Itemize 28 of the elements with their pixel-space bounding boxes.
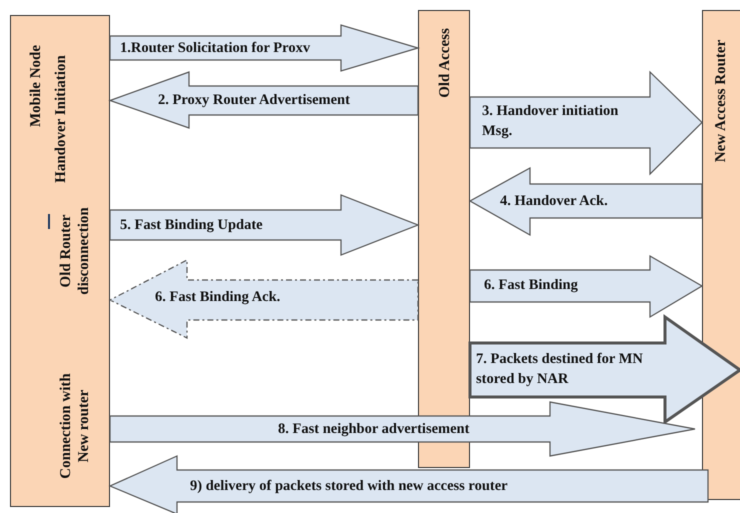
block-arrow <box>468 166 703 236</box>
block-arrow <box>109 401 696 457</box>
edge-label: 4. Handover Ack. <box>500 192 609 211</box>
block-arrow <box>108 259 419 339</box>
phase-label: Handover Initiation <box>52 54 70 185</box>
participant-column <box>702 10 740 500</box>
block-arrow <box>108 455 709 513</box>
phase-label: Connection with New router <box>57 372 93 481</box>
block-arrow <box>109 194 420 256</box>
edge-label: 2. Proxy Router Advertisement <box>158 91 351 110</box>
edge-label: 1.Router Solicitation for Proxv <box>120 39 312 58</box>
edge-label: 5. Fast Binding Update <box>120 216 264 235</box>
edge-label: 3. Handover initiation Msg. <box>482 102 620 141</box>
edge-label: 7. Packets destined for MN stored by NAR <box>476 350 644 389</box>
edge-label: 6. Fast Binding <box>484 276 579 295</box>
edge-label: 8. Fast neighbor advertisement <box>278 420 470 439</box>
block-arrow <box>468 314 740 425</box>
block-arrow <box>109 24 420 72</box>
block-arrow <box>108 71 419 129</box>
edge-label: 6. Fast Binding Ack. <box>155 288 282 307</box>
phase-label: Old Router disconnection <box>57 206 93 297</box>
column-title: Mobile Node <box>27 44 45 130</box>
block-arrow <box>469 254 704 318</box>
column-title: Old Access <box>436 27 454 100</box>
participant-column <box>10 15 110 507</box>
column-title: New Access Router <box>712 38 730 164</box>
block-arrow <box>469 70 703 176</box>
edge-label: 9) delivery of packets stored with new access router <box>190 477 509 496</box>
